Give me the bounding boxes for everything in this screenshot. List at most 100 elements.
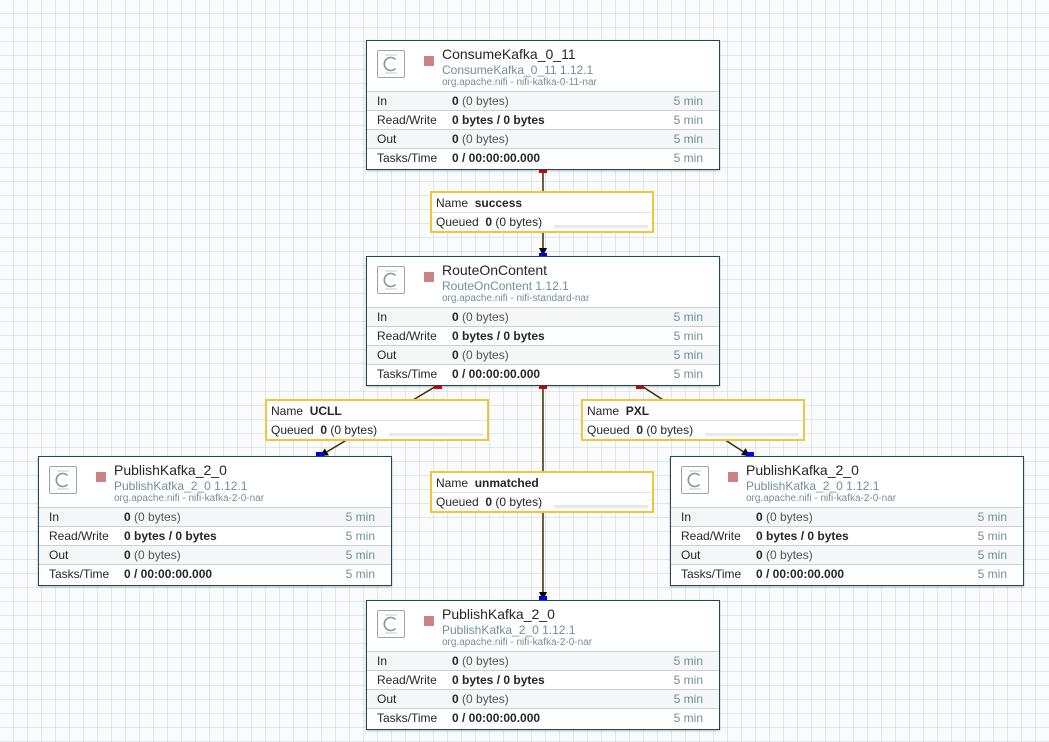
- connection-name-row: Name UCLL: [271, 404, 342, 418]
- processor-publishkafka-bottom[interactable]: PublishKafka_2_0 PublishKafka_2_0 1.12.1…: [366, 600, 720, 730]
- connection-queued-row: Queued 0 (0 bytes): [271, 423, 378, 437]
- stat-row-tasks: Tasks/Time 0 / 00:00:00.000 5 min: [367, 148, 719, 167]
- stopped-status-icon[interactable]: [96, 472, 106, 482]
- stat-label: Out: [377, 348, 397, 362]
- processor-publishkafka-right[interactable]: PublishKafka_2_0 PublishKafka_2_0 1.12.1…: [670, 456, 1024, 586]
- stat-value: 0 (0 bytes): [124, 510, 181, 524]
- stat-label: Read/Write: [377, 329, 437, 343]
- stat-label: Out: [49, 548, 69, 562]
- stat-window: 5 min: [977, 510, 1007, 524]
- connection-pxl[interactable]: Name PXL Queued 0 (0 bytes): [581, 399, 805, 441]
- stat-row-readwrite: Read/Write 0 bytes / 0 bytes 5 min: [671, 526, 1023, 545]
- connection-ucll[interactable]: Name UCLL Queued 0 (0 bytes): [265, 399, 489, 441]
- stat-value: 0 (0 bytes): [756, 548, 813, 562]
- connection-queued-row: Queued 0 (0 bytes): [436, 495, 543, 509]
- processor-bundle: org.apache.nifi - nifi-kafka-2-0-nar: [442, 637, 593, 648]
- divider: [583, 420, 803, 421]
- stopped-status-icon[interactable]: [424, 272, 434, 282]
- stat-window: 5 min: [673, 348, 703, 362]
- processor-type: PublishKafka_2_0 1.12.1: [746, 479, 880, 493]
- stat-row-tasks: Tasks/Time 0 / 00:00:00.000 5 min: [367, 708, 719, 727]
- stat-value: 0 / 00:00:00.000: [452, 711, 541, 725]
- queue-progress-bar: [705, 433, 799, 436]
- stat-value: 0 bytes / 0 bytes: [756, 529, 849, 543]
- processor-type: PublishKafka_2_0 1.12.1: [442, 623, 576, 637]
- stopped-status-icon[interactable]: [728, 472, 738, 482]
- stat-value: 0 (0 bytes): [452, 348, 509, 362]
- stat-label: Read/Write: [49, 529, 109, 543]
- stat-label: In: [377, 94, 388, 108]
- processor-icon: [377, 50, 405, 78]
- connection-name: unmatched: [474, 476, 539, 490]
- processor-bundle: org.apache.nifi - nifi-kafka-2-0-nar: [114, 493, 265, 504]
- stat-label: Tasks/Time: [377, 151, 438, 165]
- queue-progress-bar: [389, 433, 483, 436]
- stat-row-out: Out 0 (0 bytes) 5 min: [367, 689, 719, 708]
- stat-value: 0 (0 bytes): [756, 510, 813, 524]
- stat-row-tasks: Tasks/Time 0 / 00:00:00.000 5 min: [39, 564, 391, 583]
- connection-success[interactable]: Name success Queued 0 (0 bytes): [430, 191, 654, 233]
- stat-label: Tasks/Time: [681, 567, 742, 581]
- stat-label: Read/Write: [681, 529, 741, 543]
- stat-row-readwrite: Read/Write 0 bytes / 0 bytes 5 min: [367, 110, 719, 129]
- stat-row-in: In 0 (0 bytes) 5 min: [671, 507, 1023, 526]
- processor-bundle: org.apache.nifi - nifi-kafka-2-0-nar: [746, 493, 897, 504]
- processor-name: ConsumeKafka_0_11: [442, 46, 576, 62]
- stopped-status-icon[interactable]: [424, 56, 434, 66]
- stopped-status-icon[interactable]: [424, 616, 434, 626]
- stat-window: 5 min: [345, 510, 375, 524]
- divider: [432, 212, 652, 213]
- processor-name: PublishKafka_2_0: [114, 462, 227, 478]
- stat-label: In: [49, 510, 60, 524]
- stat-label: In: [681, 510, 692, 524]
- processor-consumekafka[interactable]: ConsumeKafka_0_11 ConsumeKafka_0_11 1.12…: [366, 40, 720, 170]
- processor-header: ConsumeKafka_0_11 ConsumeKafka_0_11 1.12…: [367, 41, 719, 91]
- processor-publishkafka-left[interactable]: PublishKafka_2_0 PublishKafka_2_0 1.12.1…: [38, 456, 392, 586]
- stat-value: 0 bytes / 0 bytes: [124, 529, 217, 543]
- stat-window: 5 min: [673, 692, 703, 706]
- stat-window: 5 min: [673, 132, 703, 146]
- processor-name: PublishKafka_2_0: [442, 606, 555, 622]
- stat-window: 5 min: [673, 94, 703, 108]
- stat-label: Out: [681, 548, 701, 562]
- processor-name: PublishKafka_2_0: [746, 462, 859, 478]
- stat-value: 0 bytes / 0 bytes: [452, 113, 545, 127]
- stat-row-out: Out 0 (0 bytes) 5 min: [671, 545, 1023, 564]
- processor-icon: [377, 610, 405, 638]
- processor-icon: [49, 466, 77, 494]
- stat-row-in: In 0 (0 bytes) 5 min: [39, 507, 391, 526]
- stat-row-in: In 0 (0 bytes) 5 min: [367, 91, 719, 110]
- processor-icon: [681, 466, 709, 494]
- stat-value: 0 (0 bytes): [452, 132, 509, 146]
- connection-name: PXL: [625, 404, 650, 418]
- connection-name-row: Name unmatched: [436, 476, 539, 490]
- stat-window: 5 min: [673, 329, 703, 343]
- stat-value: 0 (0 bytes): [124, 548, 181, 562]
- stat-value: 0 / 00:00:00.000: [452, 151, 541, 165]
- connection-queued-row: Queued 0 (0 bytes): [436, 215, 543, 229]
- stat-label: Tasks/Time: [377, 711, 438, 725]
- stat-label: Read/Write: [377, 113, 437, 127]
- processor-bundle: org.apache.nifi - nifi-kafka-0-11-nar: [442, 77, 597, 88]
- connection-name-row: Name PXL: [587, 404, 650, 418]
- stat-label: In: [377, 310, 388, 324]
- processor-routeoncontent[interactable]: RouteOnContent RouteOnContent 1.12.1 org…: [366, 256, 720, 386]
- stat-row-out: Out 0 (0 bytes) 5 min: [367, 129, 719, 148]
- stat-row-tasks: Tasks/Time 0 / 00:00:00.000 5 min: [671, 564, 1023, 583]
- divider: [267, 420, 487, 421]
- stat-window: 5 min: [673, 711, 703, 725]
- stat-window: 5 min: [673, 367, 703, 381]
- processor-type: ConsumeKafka_0_11 1.12.1: [442, 63, 594, 77]
- stat-window: 5 min: [977, 529, 1007, 543]
- processor-name: RouteOnContent: [442, 262, 548, 278]
- stat-row-readwrite: Read/Write 0 bytes / 0 bytes 5 min: [367, 326, 719, 345]
- stat-window: 5 min: [673, 654, 703, 668]
- stat-window: 5 min: [673, 310, 703, 324]
- stat-window: 5 min: [977, 567, 1007, 581]
- stat-row-in: In 0 (0 bytes) 5 min: [367, 307, 719, 326]
- stat-label: Out: [377, 692, 397, 706]
- connection-unmatched[interactable]: Name unmatched Queued 0 (0 bytes): [430, 471, 654, 513]
- arrow-head-icon: [539, 248, 547, 256]
- processor-header: PublishKafka_2_0 PublishKafka_2_0 1.12.1…: [367, 601, 719, 651]
